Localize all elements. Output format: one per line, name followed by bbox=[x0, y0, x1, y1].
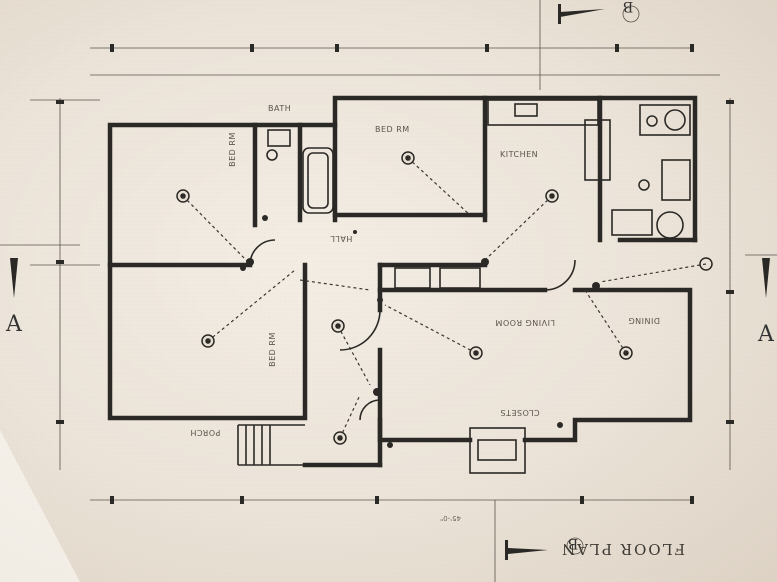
switches bbox=[240, 215, 600, 448]
dimension-lines bbox=[30, 47, 731, 501]
walls bbox=[107, 95, 698, 468]
room-label-dining: DINING bbox=[628, 316, 661, 325]
section-a-left-label: A bbox=[6, 312, 22, 337]
drawing-title: FLOOR PLAN bbox=[560, 540, 686, 558]
overall-dimension: 45'-0" bbox=[440, 514, 462, 522]
room-label-bedroom-1: BED RM bbox=[227, 132, 237, 167]
room-label-bedroom-3: BED RM bbox=[267, 332, 277, 367]
room-label-kitchen: KITCHEN bbox=[500, 150, 539, 159]
room-label-bedroom-2: BED RM bbox=[375, 125, 410, 134]
room-label-bath: BATH bbox=[268, 104, 292, 113]
room-label-closets: CLOSETS bbox=[500, 408, 540, 417]
dimension-ticks bbox=[56, 44, 734, 504]
room-label-living: LIVING ROOM bbox=[495, 318, 555, 327]
section-a-right-label: A bbox=[758, 322, 774, 347]
section-markers bbox=[10, 4, 770, 560]
room-label-porch: PORCH bbox=[190, 428, 221, 437]
section-b-top-label: B bbox=[623, 0, 634, 14]
room-label-hall: HALL bbox=[330, 234, 353, 243]
switch-legs bbox=[182, 157, 707, 439]
